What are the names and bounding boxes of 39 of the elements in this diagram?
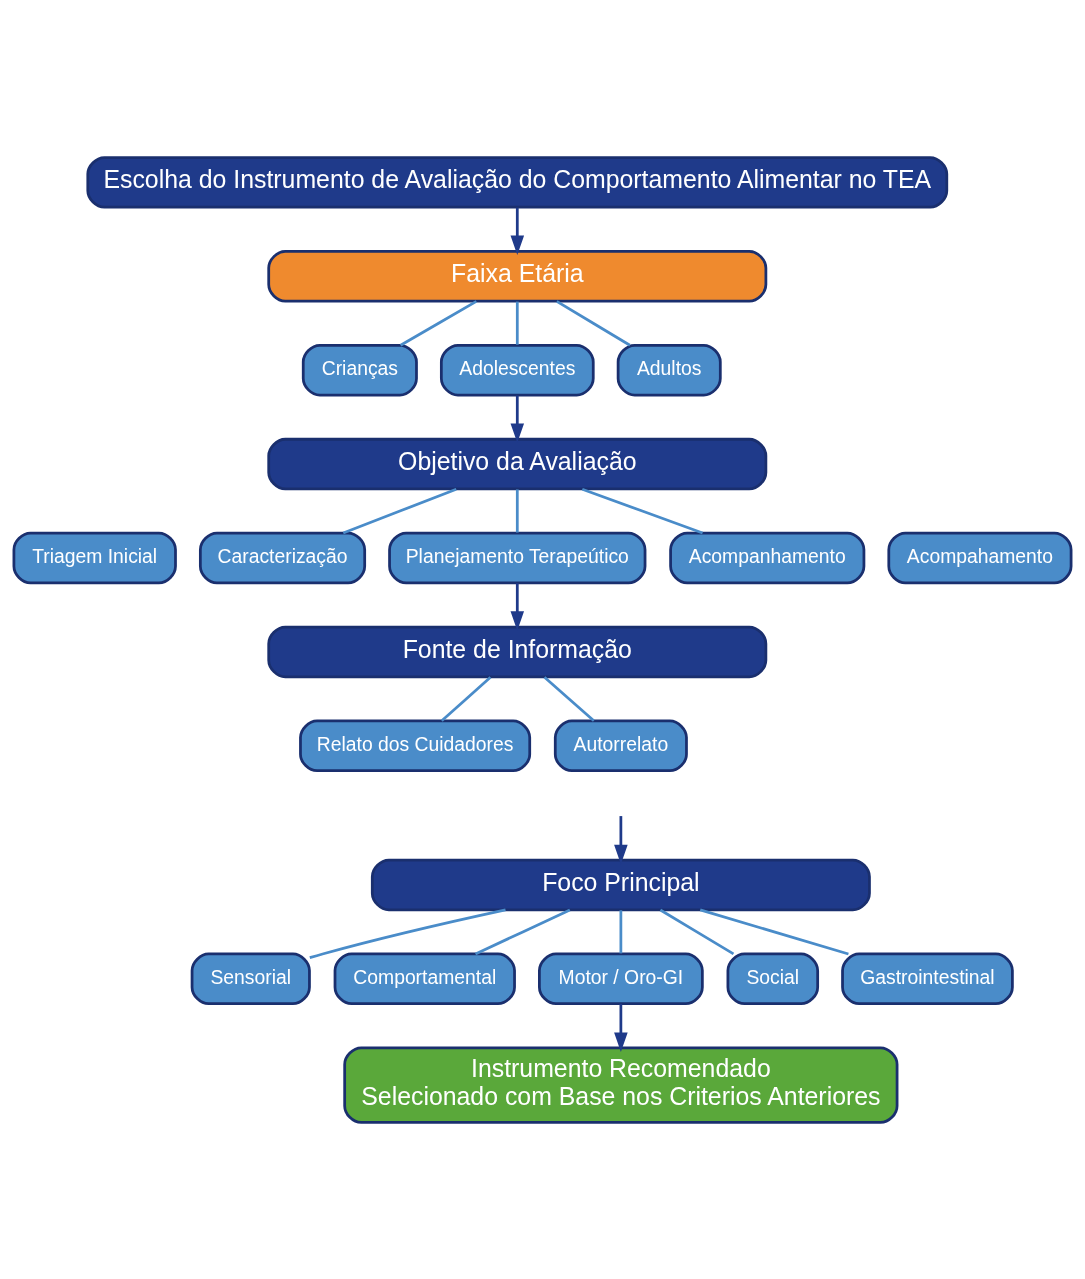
node-box: Escolha do Instrumento de Avaliação do Comportamento Alimentar no TEA: [86, 155, 949, 209]
node-box: Social: [726, 952, 820, 1005]
node-box: Foco Principal: [370, 858, 871, 911]
node-box: Gastrointestinal: [841, 952, 1014, 1005]
arrow: [510, 582, 525, 631]
node-box: Sensorial: [190, 952, 311, 1005]
node-box: Comportamental: [333, 952, 516, 1005]
node-box: Planejamento Terapeútico: [388, 531, 647, 584]
node-box: Instrumento Recomendado Selecionado com Base nos Criterios Anteriores: [343, 1046, 899, 1124]
connector: [399, 299, 478, 346]
connector: [699, 908, 849, 955]
connector: [309, 908, 506, 959]
node-box: Caracterização: [198, 531, 367, 584]
node-box: Autorrelato: [553, 719, 688, 772]
connector: [515, 488, 519, 533]
node-box: Objetivo da Avaliação: [267, 437, 768, 490]
node-box: Fonte de Informação: [267, 625, 768, 678]
arrow: [614, 815, 628, 864]
connector: [556, 299, 631, 346]
connector: [515, 301, 519, 345]
arrow: [510, 207, 525, 255]
node-box: Acompanhamento: [669, 531, 866, 584]
node-box: Crianças: [301, 343, 418, 396]
connector: [474, 908, 571, 955]
connector: [659, 908, 735, 955]
node-box: Adolescentes: [439, 343, 595, 396]
node-box: Adultos: [616, 343, 722, 396]
arrow: [614, 1003, 628, 1052]
node-box: Acompahamento: [887, 531, 1073, 584]
node-box: Faixa Etária: [267, 249, 768, 303]
node-box: Triagem Inicial: [12, 531, 177, 584]
connector: [440, 675, 492, 722]
connector: [342, 487, 457, 534]
node-box: Motor / Oro-GI: [538, 952, 704, 1005]
connector: [543, 675, 595, 722]
arrow: [510, 395, 525, 443]
node-box: Relato dos Cuidadores: [299, 719, 532, 772]
connector: [619, 909, 623, 953]
connector: [581, 487, 704, 534]
